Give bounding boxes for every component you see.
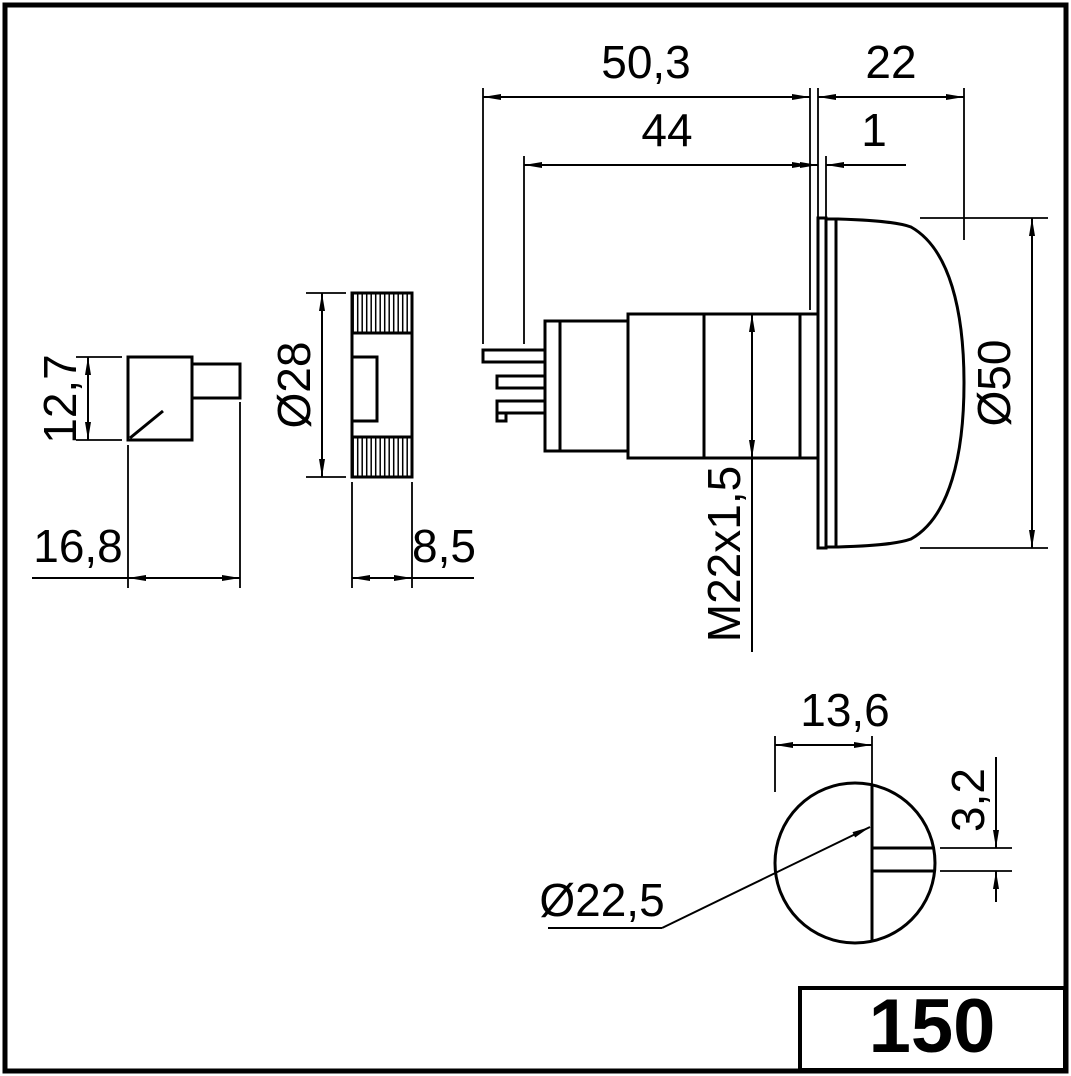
dim-body-length-label: 44 (641, 104, 692, 156)
pin-bottom-hook (495, 413, 508, 423)
dim-overall-length-label: 50,3 (601, 36, 691, 88)
dim-thread-label: M22x1,5 (698, 466, 750, 642)
title-block: 150 (798, 984, 1067, 1072)
dim-nut-diameter-label: Ø28 (268, 342, 320, 429)
rear-housing (543, 319, 630, 453)
knurl-band-bottom (352, 437, 412, 477)
knurl-band-top (352, 293, 412, 333)
pin-middle (495, 374, 547, 390)
object-line (129, 409, 164, 440)
plug-view (126, 355, 242, 442)
dim-panel-gap-label: 1 (861, 104, 887, 156)
dim-cutout-notch-label: 3,2 (942, 768, 994, 832)
plug-dimensions: 12,7 16,8 (32, 354, 241, 588)
bezel-plate (816, 216, 828, 550)
dim-nut-width-label: 8,5 (412, 520, 476, 572)
nut-dimensions: Ø28 8,5 (268, 292, 476, 588)
dome-lens (824, 217, 966, 549)
dim-plug-height-label: 12,7 (34, 354, 86, 444)
knurled-nut-view (350, 291, 414, 479)
plug-arm (192, 362, 242, 400)
leader-line (661, 826, 871, 929)
panel-cutout-view (773, 781, 937, 945)
lamp-side-view (481, 216, 966, 550)
pin-bottom (495, 399, 547, 415)
thread-dimension: M22x1,5 (698, 314, 755, 652)
pin-top (481, 348, 547, 364)
dim-lens-diameter-label: Ø50 (968, 340, 1020, 427)
plug-body (126, 355, 194, 442)
cutout-circle (773, 781, 937, 945)
nut-outline (350, 291, 414, 479)
dim-cutout-flat-label: 13,6 (800, 684, 890, 736)
cutout-dimensions: 13,6 3,2 Ø22,5 (539, 684, 1012, 929)
lens-diameter-dimension: Ø50 (920, 217, 1048, 549)
dim-plug-length-label: 16,8 (33, 520, 123, 572)
title-block-box (798, 986, 1067, 1072)
dim-cutout-diameter-label: Ø22,5 (539, 874, 664, 926)
part-number: 150 (869, 984, 996, 1069)
nut-notch (352, 355, 379, 423)
dim-lens-depth-label: 22 (865, 36, 916, 88)
thread-section (626, 312, 706, 460)
top-dimensions: 50,3 22 44 1 (482, 36, 965, 344)
